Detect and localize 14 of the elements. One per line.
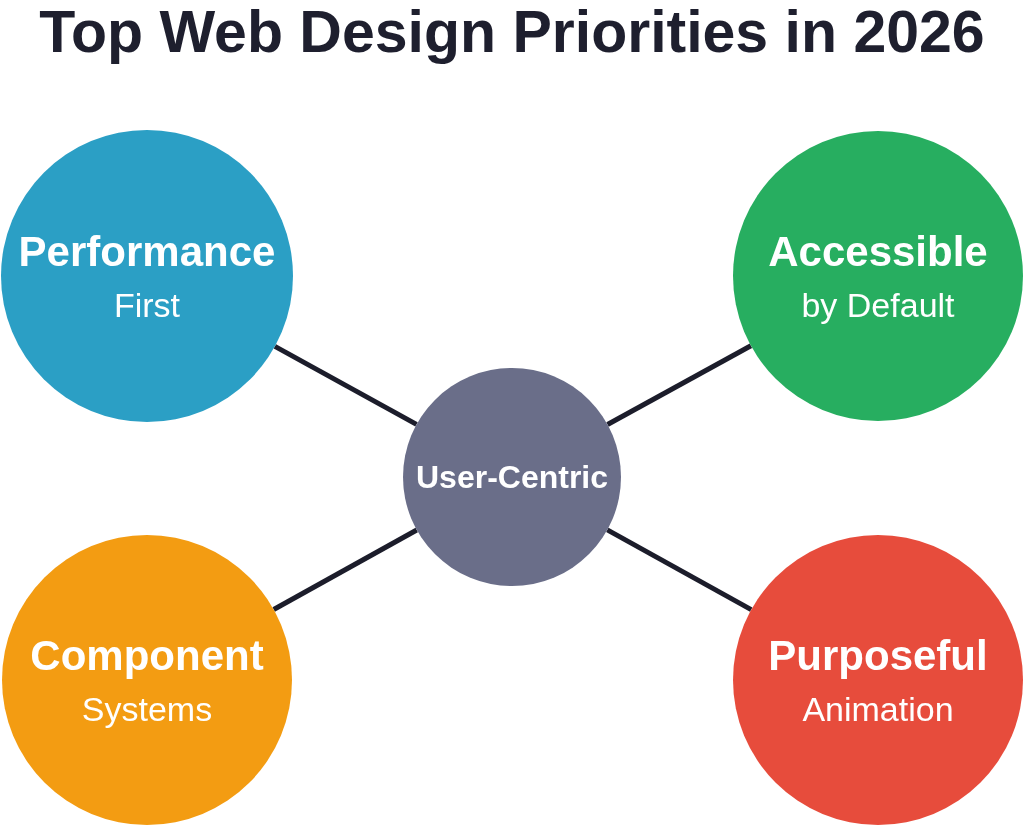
connector-line <box>606 343 753 427</box>
topic-subtitle: Animation <box>802 689 954 730</box>
connector-line <box>273 344 418 427</box>
connector-line <box>272 527 418 612</box>
title: Top Web Design Priorities in 2026 <box>39 0 985 64</box>
topic-title: Component <box>30 630 264 681</box>
topic-title: Purposeful <box>768 630 988 681</box>
topic-title: User-Centric <box>415 458 609 497</box>
topic-subtitle: Systems <box>81 689 213 730</box>
topic-subtitle: First <box>113 285 181 326</box>
topic-title: Performance <box>18 226 276 277</box>
topic-title: Accessible <box>768 226 988 277</box>
topic-subtitle: by Default <box>801 285 955 326</box>
connector-line <box>606 527 753 612</box>
